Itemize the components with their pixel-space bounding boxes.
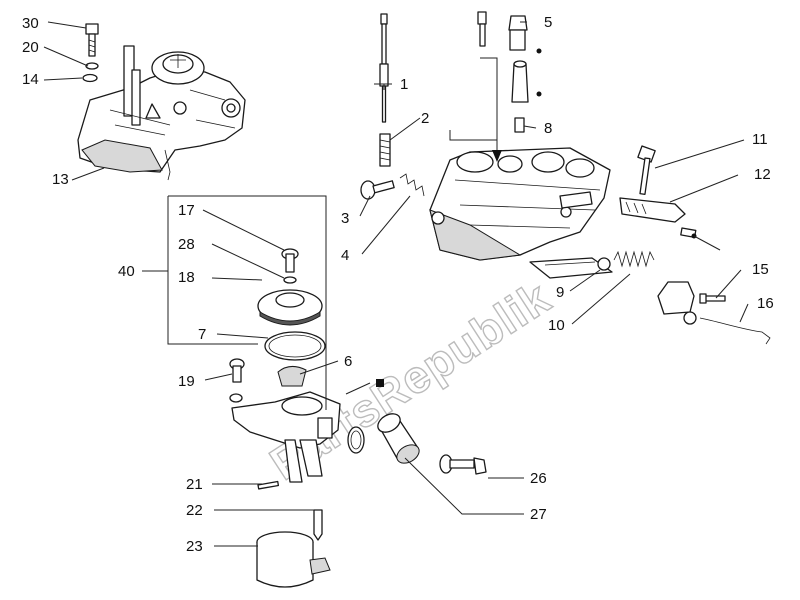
callout-16: 16 (757, 295, 774, 312)
arrow-head (492, 150, 502, 162)
spring-10 (613, 250, 655, 268)
reference-dot (536, 91, 542, 97)
reference-square (376, 379, 384, 387)
cap-5 (508, 15, 528, 51)
jet-top (477, 11, 487, 47)
callout-4: 4 (341, 247, 349, 264)
callout-6: 6 (344, 353, 352, 370)
diaphragm-6 (277, 366, 307, 387)
choke-lever (657, 233, 697, 325)
callout-7: 7 (198, 326, 206, 343)
callout-18: 18 (178, 269, 195, 286)
jet-2 (379, 133, 391, 167)
callout-1: 1 (400, 76, 408, 93)
callout-12: 12 (754, 166, 771, 183)
callout-21: 21 (186, 476, 203, 493)
group-40-bracket (167, 195, 327, 410)
callout-15: 15 (752, 261, 769, 278)
screw-3 (360, 180, 395, 200)
callout-27: 27 (530, 506, 547, 523)
callout-17: 17 (178, 202, 195, 219)
callout-11: 11 (752, 131, 768, 148)
callout-26: 26 (530, 470, 547, 487)
screw-19 (229, 358, 245, 383)
callout-5: 5 (544, 14, 552, 31)
callout-20: 20 (22, 39, 39, 56)
callout-23: 23 (186, 538, 203, 555)
cover-18 (257, 289, 323, 326)
carburettor-body (429, 147, 611, 261)
assembly-bracket (449, 130, 497, 141)
screw-15 (699, 293, 726, 304)
washer-28 (283, 276, 297, 284)
gasket-9 (529, 257, 613, 279)
callout-14: 14 (22, 71, 39, 88)
callout-8: 8 (544, 120, 552, 137)
lever-12 (619, 197, 697, 238)
washer-20 (85, 62, 99, 70)
screw-17 (281, 248, 299, 273)
bolt-26 (439, 454, 487, 475)
float-23 (256, 531, 331, 588)
spring-4 (399, 173, 425, 197)
callout-40: 40 (118, 263, 135, 280)
callout-9: 9 (556, 284, 564, 301)
callout-2: 2 (421, 110, 429, 127)
washer-14 (82, 73, 98, 83)
callout-3: 3 (341, 210, 349, 227)
filter-27 (377, 413, 420, 464)
callout-10: 10 (548, 317, 565, 334)
screw-11 (637, 145, 656, 195)
leader-lines (43, 21, 749, 547)
reference-dot (536, 48, 542, 54)
pin-21 (257, 480, 280, 490)
cable-16 (699, 317, 771, 345)
washer-19b (229, 393, 243, 403)
callout-22: 22 (186, 502, 203, 519)
gasket-ring (347, 426, 365, 454)
assembly-arrow (480, 57, 498, 160)
float-bowl-housing (231, 379, 384, 483)
callout-19: 19 (178, 373, 195, 390)
needle-valve-22 (313, 509, 323, 541)
callout-28: 28 (178, 236, 195, 253)
emulsion-tube (511, 60, 529, 103)
needle-1 (379, 13, 389, 123)
screw-30 (85, 23, 99, 57)
jet-8 (514, 117, 525, 133)
callout-30: 30 (22, 15, 39, 32)
gasket-7 (264, 331, 326, 361)
carburettor-assembly (77, 45, 246, 181)
callout-13: 13 (52, 171, 69, 188)
